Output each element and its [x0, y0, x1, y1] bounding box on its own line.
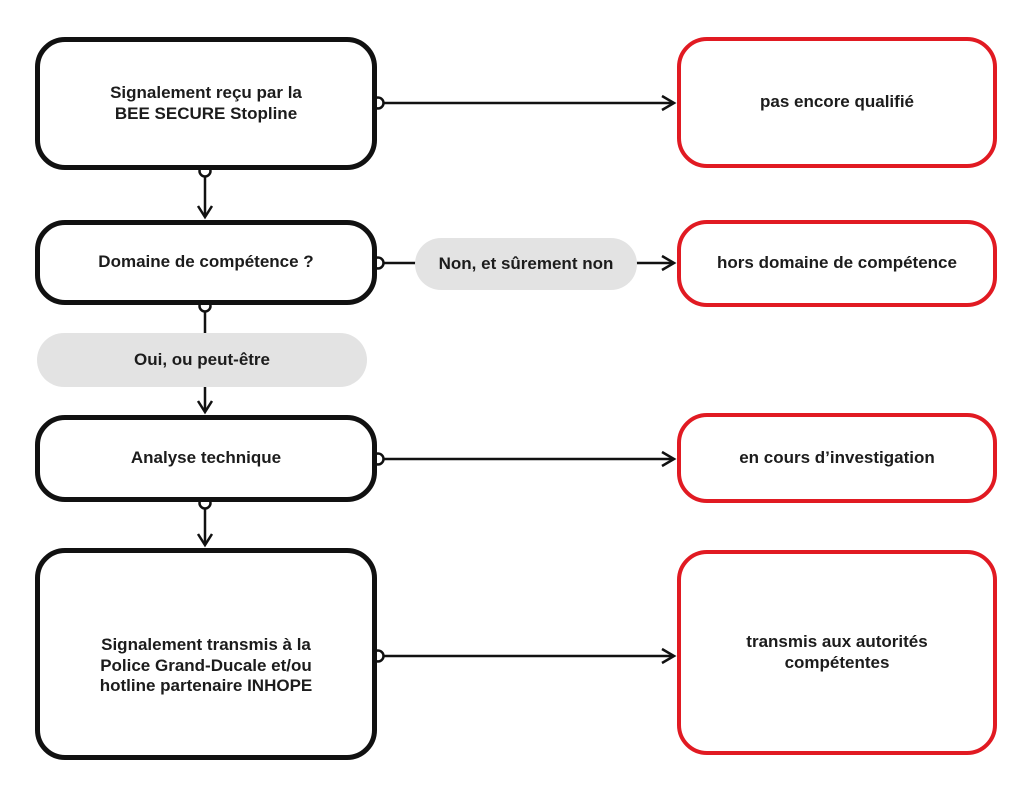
outcome-box-label: en cours d’investigation	[739, 447, 935, 467]
branch-label-non: Non, et sûrement non	[415, 238, 637, 290]
process-box-label: Signalement reçu par la	[110, 83, 302, 103]
outcome-box-pas-encore-qualifie: pas encore qualifié	[677, 37, 997, 168]
process-box-signalement-recu: Signalement reçu par la BEE SECURE Stopl…	[35, 37, 377, 170]
outcome-box-label: compétentes	[784, 652, 890, 672]
outcome-box-label: transmis aux autorités	[746, 632, 928, 652]
connector-analyse-to-transmis	[196, 496, 214, 548]
process-box-domaine-competence: Domaine de compétence ?	[35, 220, 377, 305]
process-box-label: Analyse technique	[130, 448, 282, 468]
process-box-label: Domaine de compétence ?	[98, 252, 314, 272]
connector-signalement-to-domaine	[196, 164, 214, 220]
branch-label-text: Oui, ou peut-être	[134, 350, 270, 369]
outcome-box-hors-domaine: hors domaine de compétence	[677, 220, 997, 307]
outcome-box-en-cours-investigation: en cours d’investigation	[677, 413, 997, 503]
process-box-label: BEE SECURE Stopline	[114, 103, 298, 123]
branch-label-text: Non, et sûrement non	[438, 254, 614, 273]
process-box-label: Signalement transmis à la	[101, 635, 311, 655]
outcome-box-label: hors domaine de compétence	[717, 253, 957, 273]
branch-label-oui: Oui, ou peut-être	[37, 333, 367, 387]
connector-analyse-to-en-cours	[371, 450, 677, 468]
connector-transmis-to-autorites	[371, 647, 677, 665]
outcome-box-transmis-autorites: transmis aux autorités compétentes	[677, 550, 997, 755]
process-box-signalement-transmis: Signalement transmis à la Police Grand-D…	[35, 548, 377, 760]
process-box-label: hotline partenaire INHOPE	[99, 676, 313, 696]
process-box-analyse-technique: Analyse technique	[35, 415, 377, 502]
connector-signalement-to-pas-encore-qualifie	[371, 94, 677, 112]
process-box-label: Police Grand-Ducale et/ou	[100, 655, 312, 675]
outcome-box-label: pas encore qualifié	[760, 92, 914, 112]
